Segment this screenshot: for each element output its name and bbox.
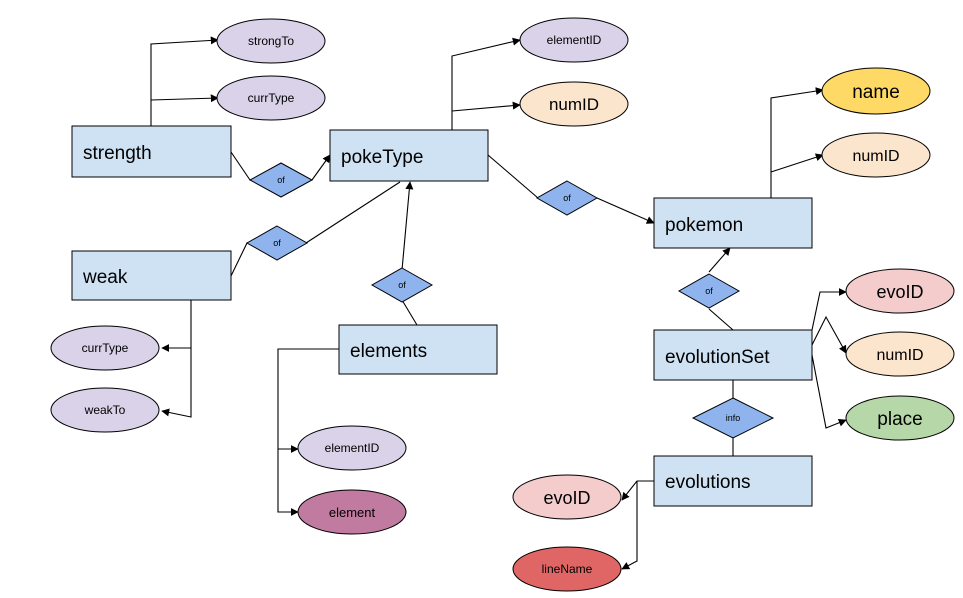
attribute-poketype-elementid-label: elementID [547, 33, 602, 47]
connector-weak-of [230, 242, 248, 277]
entity-pokemon-label: pokemon [665, 215, 743, 236]
attribute-evolutions-linename-label: lineName [542, 562, 593, 576]
attribute-evolutionset-numid-label: numID [876, 347, 923, 364]
entity-evolutions[interactable]: evolutions [653, 455, 813, 507]
entity-elements-label: elements [350, 341, 427, 362]
connector-of-poketype [311, 154, 331, 181]
connector-elements-element [277, 449, 299, 516]
entity-evolutionset[interactable]: evolutionSet [653, 329, 813, 381]
relationship-poketype-pokemon-of[interactable]: of [535, 180, 599, 216]
attribute-evolutionset-evoid-label: evoID [876, 282, 923, 302]
relationship-evolutionset-pokemon-of-label: of [705, 286, 713, 296]
attribute-weak-currtype[interactable]: currType [50, 325, 160, 371]
attribute-strength-strongto[interactable]: strongTo [216, 18, 326, 64]
attribute-evolutionset-numid[interactable]: numID [845, 331, 955, 377]
attribute-pokemon-name-label: name [852, 82, 900, 103]
connector-evolutions-evoid [621, 480, 654, 501]
attribute-elements-element[interactable]: element [297, 489, 407, 535]
attribute-strength-currtype-label: currType [248, 91, 295, 105]
attribute-evolutions-evoid[interactable]: evoID [512, 474, 622, 520]
relationship-evolutionset-evolutions-info-label: info [726, 413, 741, 423]
connector-of-pokemon [596, 197, 655, 224]
entity-weak[interactable]: weak [71, 250, 232, 301]
attribute-weak-weakto[interactable]: weakTo [50, 387, 160, 433]
attribute-evolutions-evoid-label: evoID [543, 488, 590, 508]
connector-evolutions-linename [621, 481, 638, 570]
attribute-pokemon-numid-label: numID [852, 148, 899, 165]
entity-evolutionset-label: evolutionSet [665, 347, 770, 368]
connector-strength-of [230, 151, 251, 181]
attribute-poketype-numid-label: numID [549, 95, 599, 114]
connector-evolutionset-evoid [811, 288, 847, 331]
connectors [150, 36, 847, 570]
connector-evolutionset-place [811, 354, 847, 429]
relationship-evolutionset-pokemon-of[interactable]: of [677, 273, 741, 309]
connector-evolutionset-numid [811, 315, 847, 354]
attribute-strength-currtype[interactable]: currType [216, 75, 326, 121]
entity-poketype[interactable]: pokeType [329, 129, 489, 182]
attribute-pokemon-numid[interactable]: numID [821, 132, 931, 178]
attribute-strength-strongto-label: strongTo [248, 34, 294, 48]
connector-pokemon-name [770, 87, 824, 198]
attribute-elements-elementid-label: elementID [325, 441, 380, 455]
attribute-evolutionset-place[interactable]: place [845, 395, 955, 441]
relationship-poketype-pokemon-of-label: of [563, 193, 571, 203]
attribute-evolutionset-evoid[interactable]: evoID [845, 268, 955, 314]
connector-elements-of [401, 299, 418, 326]
connector-poketype-numid [451, 101, 521, 112]
connector-of-pokemon-2 [708, 247, 731, 273]
relationship-weak-of[interactable]: of [245, 225, 309, 261]
connector-weak-weakto [161, 348, 192, 418]
relationship-elements-of[interactable]: of [370, 267, 434, 303]
entity-poketype-label: pokeType [341, 147, 423, 168]
connector-of-poketype-2 [305, 181, 401, 244]
entity-evolutions-label: evolutions [665, 472, 751, 493]
attribute-evolutions-linename[interactable]: lineName [512, 546, 622, 592]
connector-of-poketype-3 [401, 181, 414, 271]
entity-weak-label: weak [82, 267, 128, 288]
attribute-elements-elementid[interactable]: elementID [297, 425, 407, 471]
relationship-elements-of-label: of [398, 280, 406, 290]
connector-poketype-elementid [451, 37, 521, 130]
connector-weak-currtype [161, 300, 192, 352]
relationship-weak-of-label: of [273, 238, 281, 248]
attribute-elements-element-label: element [329, 505, 376, 520]
relationship-strength-of-label: of [277, 175, 285, 185]
entity-strength-label: strength [83, 143, 152, 164]
relationship-strength-of[interactable]: of [248, 162, 314, 198]
attribute-poketype-elementid[interactable]: elementID [519, 17, 629, 63]
relationship-evolutionset-evolutions-info[interactable]: info [691, 397, 775, 439]
attribute-poketype-numid[interactable]: numID [519, 81, 629, 127]
connector-pokemon-numid [770, 153, 824, 173]
attribute-weak-currtype-label: currType [82, 341, 129, 355]
attribute-weak-weakto-label: weakTo [84, 403, 126, 417]
entity-elements[interactable]: elements [338, 324, 498, 375]
connector-evolutionset-of [708, 308, 734, 331]
connector-strength-strongto [150, 36, 219, 126]
connector-poketype-of [487, 154, 539, 199]
entity-strength[interactable]: strength [71, 125, 232, 178]
entity-pokemon[interactable]: pokemon [653, 197, 813, 249]
attribute-pokemon-name[interactable]: name [821, 67, 931, 115]
attribute-evolutionset-place-label: place [877, 409, 922, 430]
connector-strength-currtype [150, 94, 219, 103]
connector-elements-elementid [277, 348, 339, 453]
